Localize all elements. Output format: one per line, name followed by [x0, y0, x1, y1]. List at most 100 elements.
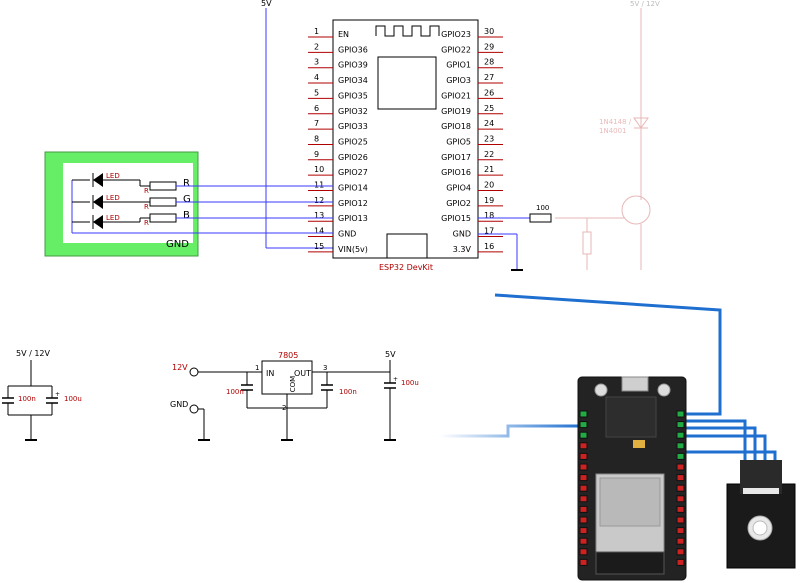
header-pin: [676, 421, 685, 429]
pin-name: GPIO12: [338, 199, 368, 208]
led-r: LED: [92, 172, 140, 187]
reg-cap-out: 100n: [339, 388, 357, 396]
pin-number: 24: [484, 119, 494, 128]
esp32-pin-right: 28 GPIO1: [446, 58, 503, 70]
pin-name: GPIO14: [338, 184, 368, 193]
header-pin: [676, 484, 685, 492]
pin-number: 17: [484, 227, 494, 236]
filter-cap-100u: 100u: [64, 395, 82, 403]
header-pin: [579, 537, 588, 545]
pin-number: 16: [484, 242, 494, 251]
pin-number: 27: [484, 73, 494, 82]
channel-g: G: [183, 194, 191, 205]
pin-name: 3.3V: [453, 245, 472, 254]
input-12v-terminal: [189, 367, 199, 377]
pin-name: GND: [338, 230, 356, 239]
pin-number: 13: [314, 211, 324, 220]
pin-number: 20: [484, 181, 494, 190]
pin-name: EN: [338, 30, 349, 39]
header-pin: [676, 558, 685, 566]
pin-name: GPIO5: [446, 137, 471, 146]
svg-text:+: +: [55, 391, 60, 398]
pin-name: GPIO23: [441, 30, 471, 39]
led-g: LED: [92, 194, 140, 209]
esp32-pin-left: 12 GPIO12: [308, 196, 368, 208]
pin-name: VIN(5v): [338, 245, 368, 254]
pin-name: GPIO18: [441, 122, 471, 131]
regulator-7805: 7805 IN OUT COM 1 3 2 12V GND 100n 100n …: [170, 350, 419, 441]
pin-number: 12: [314, 196, 324, 205]
header-pin: [676, 548, 685, 556]
diode-label-2: 1N4001: [599, 127, 627, 135]
pin-number: 15: [314, 242, 324, 251]
faint-driver-section: 5V / 12V 1N4148 / 1N4001: [555, 0, 660, 270]
pin-number: 10: [314, 165, 324, 174]
pin-number: 11: [314, 181, 324, 190]
svg-text:LED: LED: [106, 172, 120, 180]
svg-text:LED: LED: [106, 194, 120, 202]
header-pin: [579, 421, 588, 429]
esp32-title: ESP32 DevKit: [379, 263, 433, 272]
pin-name: GND: [453, 230, 471, 239]
svg-text:COM: COM: [289, 376, 297, 392]
pin-number: 3: [314, 58, 319, 67]
header-pin: [579, 463, 588, 471]
pin-number: 8: [314, 134, 319, 143]
pin-number: 4: [314, 73, 319, 82]
input-gnd-label: GND: [170, 400, 188, 409]
led-b: LED: [92, 214, 140, 229]
header-pin: [676, 495, 685, 503]
header-pin: [676, 474, 685, 482]
pin-name: GPIO1: [446, 61, 471, 70]
esp32-pin-right: 21 GPIO16: [441, 165, 503, 177]
header-pin: [676, 537, 685, 545]
pin-name: GPIO26: [338, 153, 368, 162]
resistor-100-label: 100: [536, 204, 549, 212]
header-pin: [676, 505, 685, 513]
header-pin: [579, 431, 588, 439]
diode-label-1: 1N4148 /: [599, 118, 632, 126]
pin-name: GPIO2: [446, 199, 471, 208]
pin-name: GPIO34: [338, 76, 368, 85]
pin-number: 22: [484, 150, 494, 159]
header-pin: [676, 410, 685, 418]
svg-text:OUT: OUT: [294, 369, 311, 378]
pin-number: 28: [484, 58, 494, 67]
header-pin: [579, 442, 588, 450]
svg-text:LED: LED: [106, 214, 120, 222]
pin-number: 9: [314, 150, 319, 159]
header-pin: [579, 484, 588, 492]
svg-text:R: R: [144, 203, 149, 211]
pin-number: 1: [314, 27, 319, 36]
header-pin: [579, 527, 588, 535]
pin-name: GPIO35: [338, 91, 368, 100]
boot-button-icon: [594, 383, 608, 397]
svg-text:IN: IN: [266, 369, 274, 378]
header-pin: [579, 558, 588, 566]
resistor-100: [529, 213, 552, 223]
header-pin: [579, 548, 588, 556]
esp32-pin-left: 3 GPIO39: [308, 58, 368, 70]
svg-text:R: R: [144, 219, 149, 227]
rgb-led-module: LED LED LED R R R R G B GND: [44, 151, 199, 257]
pin-number: 21: [484, 165, 494, 174]
pin-name: GPIO16: [441, 168, 471, 177]
header-pin: [676, 452, 685, 460]
reset-button-icon: [657, 383, 671, 397]
antenna-icon: [375, 25, 440, 37]
header-pin: [579, 474, 588, 482]
module-gnd-label: GND: [166, 239, 189, 250]
pin-name: GPIO39: [338, 61, 368, 70]
reg-cap-in: 100n: [226, 388, 244, 396]
esp32-pin-right: 16 3.3V: [453, 242, 503, 254]
pcb-antenna-icon: [595, 551, 665, 575]
